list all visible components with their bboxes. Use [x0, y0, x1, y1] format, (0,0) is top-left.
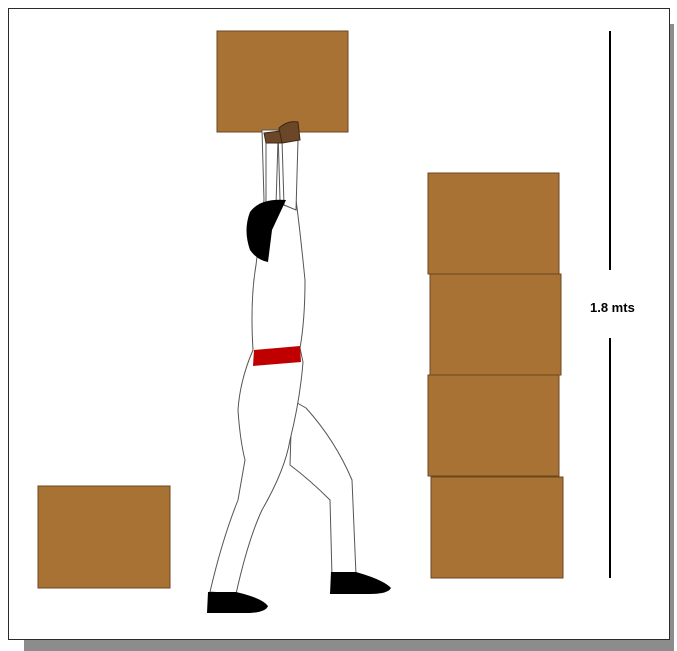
stack-box-bottom [431, 477, 563, 578]
left-arm [266, 140, 278, 205]
stack-box-2 [430, 274, 561, 375]
right-arm [282, 140, 298, 210]
back-shoe [330, 572, 391, 594]
left-glove [264, 131, 282, 143]
box-stack [428, 173, 563, 578]
stack-box-top [428, 173, 559, 274]
back-leg [290, 400, 356, 576]
floor-box [38, 486, 170, 588]
front-shoe [207, 592, 268, 613]
height-label: 1.8 mts [590, 300, 635, 315]
person-lifting-box-icon [207, 31, 391, 613]
lifted-box [217, 31, 348, 132]
height-marker: 1.8 mts [590, 31, 635, 578]
stack-box-3 [428, 375, 559, 476]
